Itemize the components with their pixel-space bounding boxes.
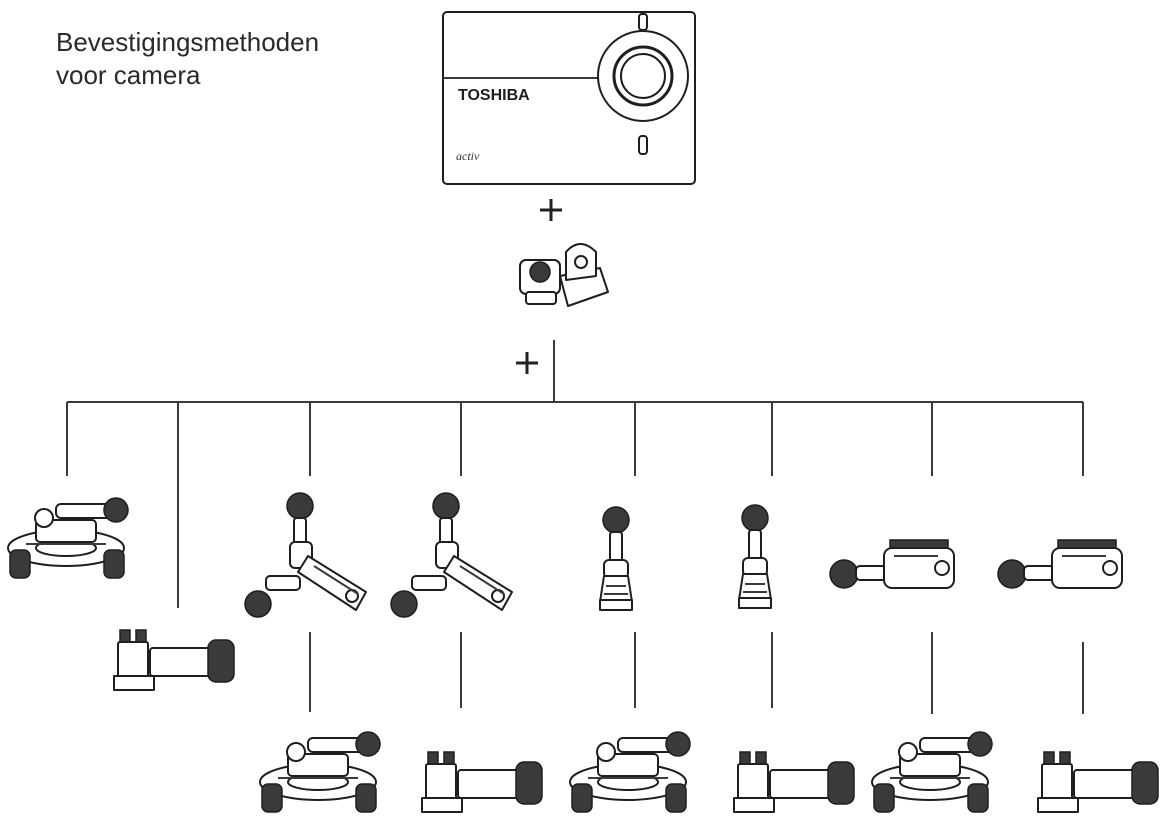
extension-arm [997, 539, 1123, 589]
angled-arm [244, 492, 367, 618]
title-line-1: Bevestigingsmethoden [56, 27, 320, 57]
buckle-mount [421, 751, 543, 813]
handlebar-mount [569, 731, 691, 813]
connector-tree [66, 340, 1084, 714]
pivot-arm [738, 504, 772, 609]
pivot-arm [599, 506, 633, 611]
buckle-mount [113, 629, 235, 691]
diagram-title: Bevestigingsmethoden voor camera [56, 26, 319, 92]
handlebar-mount [7, 497, 129, 579]
buckle-mount [733, 751, 855, 813]
plus-icon [540, 199, 562, 221]
camera-brand: TOSHIBA [458, 87, 530, 104]
tripod-adapter [519, 243, 609, 307]
handlebar-mount [259, 731, 381, 813]
handlebar-mount [871, 731, 993, 813]
action-camera: TOSHIBA activ [442, 11, 696, 185]
angled-arm [390, 492, 513, 618]
buckle-mount [1037, 751, 1159, 813]
extension-arm [829, 539, 955, 589]
plus-icon [516, 352, 538, 374]
camera-model: activ [456, 149, 480, 163]
title-line-2: voor camera [56, 60, 201, 90]
